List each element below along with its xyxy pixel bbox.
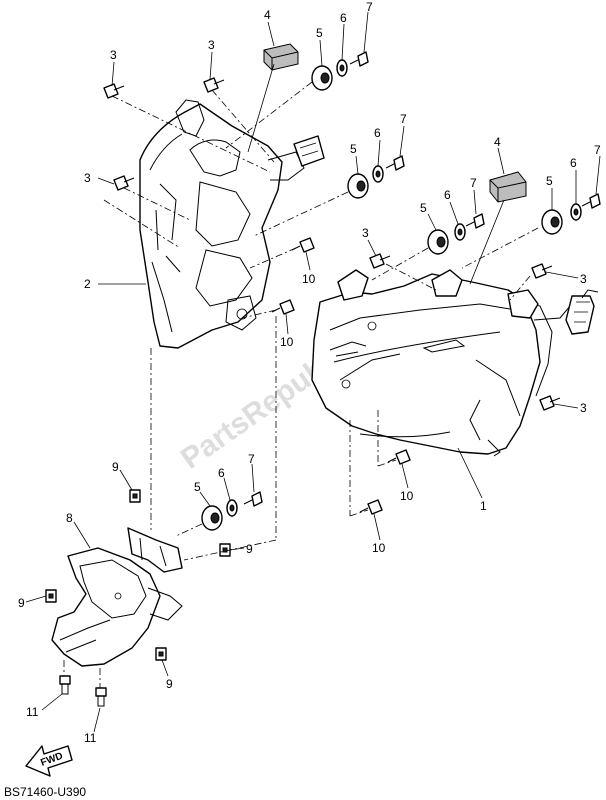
callout-3: 3: [580, 401, 587, 415]
part-8-lower-bracket: [51, 527, 183, 667]
callout-10: 10: [400, 489, 414, 503]
part-11-rivets: [59, 675, 107, 707]
callout-2: 2: [84, 277, 91, 291]
callout-9: 9: [18, 596, 25, 610]
callout-7: 7: [594, 143, 601, 157]
callout-3: 3: [362, 226, 369, 240]
forward-direction-arrow: FWD: [25, 745, 73, 777]
callout-10: 10: [302, 272, 316, 286]
callout-11: 11: [84, 731, 97, 745]
callout-6: 6: [444, 188, 451, 202]
callout-3: 3: [110, 48, 117, 62]
callout-8: 8: [66, 511, 73, 525]
callout-5: 5: [420, 201, 427, 215]
callout-9: 9: [166, 677, 173, 691]
callout-5: 5: [546, 174, 553, 188]
assembly-guide-lines: [63, 81, 539, 688]
fwd-arrow-icon: [25, 745, 73, 777]
part-3-bolts: [103, 77, 561, 411]
callout-7: 7: [248, 452, 255, 466]
callout-10: 10: [280, 335, 294, 349]
part-5-grommets: [201, 65, 563, 531]
callout-3: 3: [580, 272, 587, 286]
callout-5: 5: [316, 26, 323, 40]
callout-5: 5: [350, 142, 357, 156]
leader-lines: [25, 11, 601, 733]
callout-5: 5: [194, 480, 201, 494]
callout-11: 11: [26, 705, 39, 719]
diagram-code: BS71460-U390: [4, 785, 86, 799]
part-1-right-headlight-housing: [311, 269, 599, 457]
callout-1: 1: [480, 499, 487, 513]
callout-labels: 4 5 6 7 3 3 3 2 5 6 7 4 5 6 7 5 6 7 3 3 …: [18, 0, 601, 745]
callout-6: 6: [570, 156, 577, 170]
callout-7: 7: [366, 0, 373, 14]
callout-6: 6: [340, 11, 347, 25]
callout-9: 9: [246, 542, 253, 556]
callout-6: 6: [218, 466, 225, 480]
part-7-screws: [243, 51, 601, 507]
part-9-clip-nuts: [45, 489, 231, 661]
callout-3: 3: [208, 38, 215, 52]
part-10-bolts: [271, 237, 411, 515]
part-2-left-bracket: [139, 99, 325, 349]
callout-7: 7: [400, 112, 407, 126]
callout-4: 4: [264, 8, 271, 22]
callout-3: 3: [84, 171, 91, 185]
part-4-rubber-pads: [263, 43, 527, 203]
callout-10: 10: [372, 541, 386, 555]
callout-6: 6: [374, 126, 381, 140]
callout-9: 9: [112, 460, 119, 474]
callout-7: 7: [470, 176, 477, 190]
callout-4: 4: [494, 135, 501, 149]
